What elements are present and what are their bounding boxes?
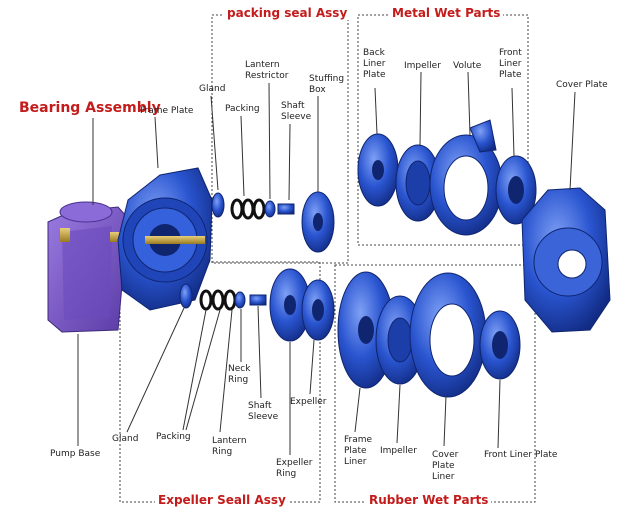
label-packing-bottom: Packing bbox=[156, 432, 191, 442]
label-shaft-sleeve-top: Shaft Sleeve bbox=[281, 101, 312, 122]
packing-seal-parts bbox=[211, 191, 335, 253]
label-lantern-restrictor: Lantern Restrictor bbox=[245, 60, 289, 81]
section-expeller-seal-assy: Expeller Seall Assy bbox=[155, 493, 289, 507]
label-frame-plate-liner: Frame Plate Liner bbox=[344, 435, 373, 467]
label-gland-bottom: Gland bbox=[112, 434, 139, 444]
section-bearing-assembly: Bearing Assembly bbox=[16, 100, 164, 116]
label-back-liner-plate: Back Liner Plate bbox=[363, 48, 386, 80]
cover-plate-shape bbox=[521, 187, 611, 333]
section-rubber-wet-parts: Rubber Wet Parts bbox=[366, 493, 492, 507]
label-front-liner-plate-bottom: Front Liner Plate bbox=[484, 450, 558, 460]
label-cover-plate-liner: Cover Plate Liner bbox=[432, 450, 459, 482]
section-metal-wet-parts: Metal Wet Parts bbox=[389, 6, 504, 20]
expeller-seal-parts bbox=[179, 268, 335, 342]
label-expeller: Expeller bbox=[290, 397, 327, 407]
label-stuffing-box: Stuffing Box bbox=[309, 74, 345, 95]
label-impeller-top: Impeller bbox=[404, 61, 441, 71]
label-gland-top: Gland bbox=[199, 84, 226, 94]
label-frame-plate: Frame Plate bbox=[140, 106, 194, 116]
label-volute: Volute bbox=[453, 61, 482, 71]
label-impeller-bottom: Impeller bbox=[380, 446, 417, 456]
label-packing-top: Packing bbox=[225, 104, 260, 114]
leader-lines bbox=[77, 71, 576, 455]
label-pump-base: Pump Base bbox=[50, 449, 101, 459]
label-expeller-ring: Expeller Ring bbox=[276, 458, 313, 479]
metal-wet-parts-shapes bbox=[357, 119, 537, 236]
label-front-liner-plate: Front Liner Plate bbox=[499, 48, 522, 80]
section-packing-seal-assy: packing seal Assy bbox=[224, 6, 351, 20]
label-cover-plate: Cover Plate bbox=[556, 80, 608, 90]
label-lantern-ring: Lantern Ring bbox=[212, 436, 247, 457]
label-shaft-sleeve-bottom: Shaft Sleeve bbox=[248, 401, 279, 422]
label-neck-ring: Neck Ring bbox=[228, 364, 251, 385]
rubber-wet-parts-shapes bbox=[337, 271, 521, 398]
frame-plate-shape bbox=[117, 167, 213, 311]
